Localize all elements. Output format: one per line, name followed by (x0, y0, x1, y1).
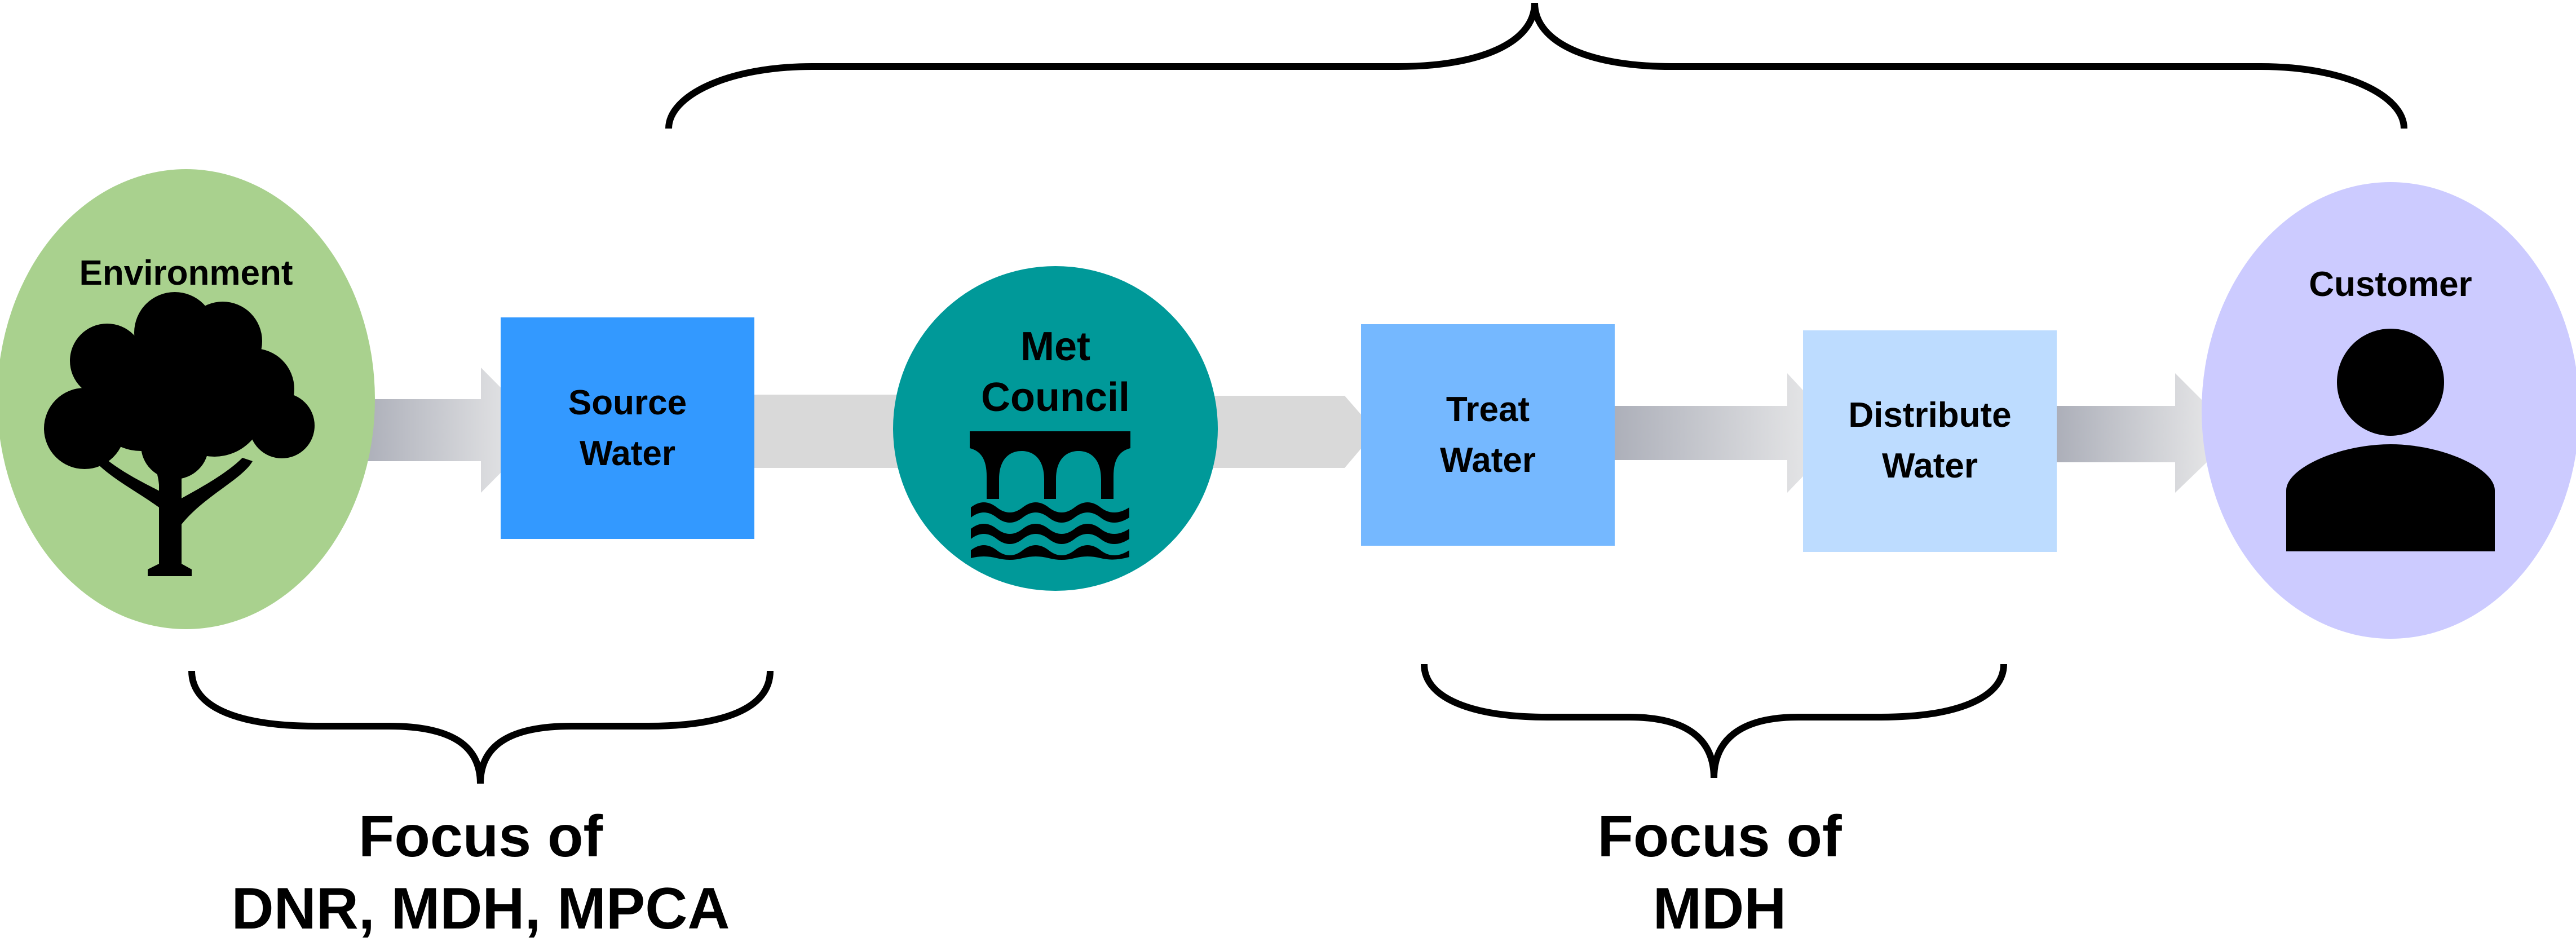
focus-left-brace (188, 670, 774, 784)
arrow-source-to-metcouncil (750, 395, 913, 468)
arrow-metcouncil-to-treat (1212, 396, 1376, 468)
focus-right-label: Focus of MDH (1597, 804, 1842, 941)
focus-right-brace (1421, 664, 2007, 779)
arrow-distribute-to-customer (2040, 373, 2236, 493)
arrow-environment-to-source (347, 368, 543, 493)
arrow-treat-to-distribute (1591, 373, 1844, 493)
tree-icon (44, 292, 315, 576)
source-water-label: Source Water (568, 383, 687, 473)
person-icon (2286, 329, 2495, 551)
source-water-node (501, 317, 754, 539)
bridge-over-water-icon (970, 431, 1130, 560)
met-council-label: Met Council (981, 324, 1130, 420)
treat-water-node (1361, 324, 1615, 546)
distribute-water-label: Distribute Water (1848, 396, 2012, 485)
focus-left-label: Focus of DNR, MDH, MPCA (231, 804, 730, 941)
customer-label: Customer (2309, 265, 2472, 304)
top-brace (665, 2, 2407, 129)
distribute-water-node (1803, 330, 2057, 552)
treat-water-label: Treat Water (1440, 390, 1536, 480)
environment-label: Environment (79, 254, 293, 293)
